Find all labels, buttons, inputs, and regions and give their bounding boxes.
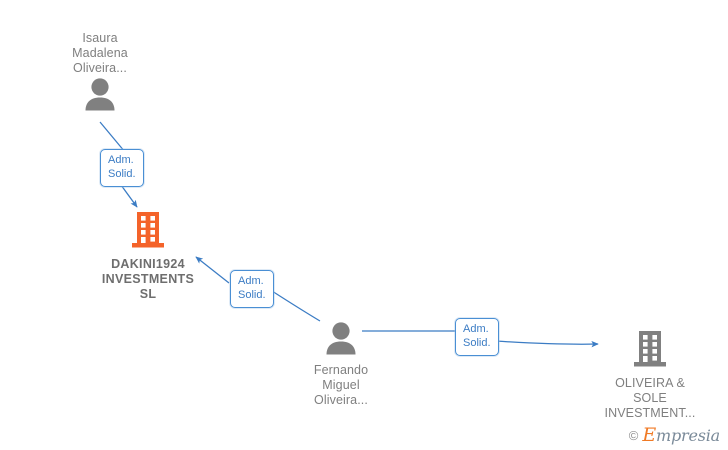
node-oliveira-and-sole-investment[interactable]: OLIVEIRA & SOLE INVESTMENT...	[585, 330, 715, 421]
node-label-dakini1924: DAKINI1924 INVESTMENTS SL	[101, 257, 195, 301]
edge-label-fernando-oliveira-sole[interactable]: Adm. Solid.	[455, 318, 499, 356]
brand-rest: mpresia	[656, 426, 720, 445]
company-building-icon	[86, 211, 210, 254]
node-label-isaura: Isaura Madalena Oliveira...	[72, 31, 128, 75]
person-icon	[291, 320, 391, 361]
node-fernando-miguel-oliveira[interactable]: Fernando Miguel Oliveira...	[291, 320, 391, 408]
edge-label-isaura-dakini[interactable]: Adm. Solid.	[100, 149, 144, 187]
company-building-icon	[585, 330, 715, 373]
edge-label-fernando-dakini[interactable]: Adm. Solid.	[230, 270, 274, 308]
node-label-oliveira-sole: OLIVEIRA & SOLE INVESTMENT...	[604, 376, 696, 420]
empresia-watermark: © Empresia	[629, 424, 720, 446]
copyright-icon: ©	[628, 427, 639, 443]
node-dakini1924-investments-sl[interactable]: DAKINI1924 INVESTMENTS SL	[86, 211, 210, 302]
brand-initial: E	[642, 424, 656, 446]
brand-name: Empresia	[642, 424, 720, 446]
node-isaura-madalena-oliveira[interactable]: Isaura Madalena Oliveira...	[50, 31, 150, 117]
person-icon	[50, 76, 150, 117]
node-label-fernando: Fernando Miguel Oliveira...	[313, 363, 369, 407]
